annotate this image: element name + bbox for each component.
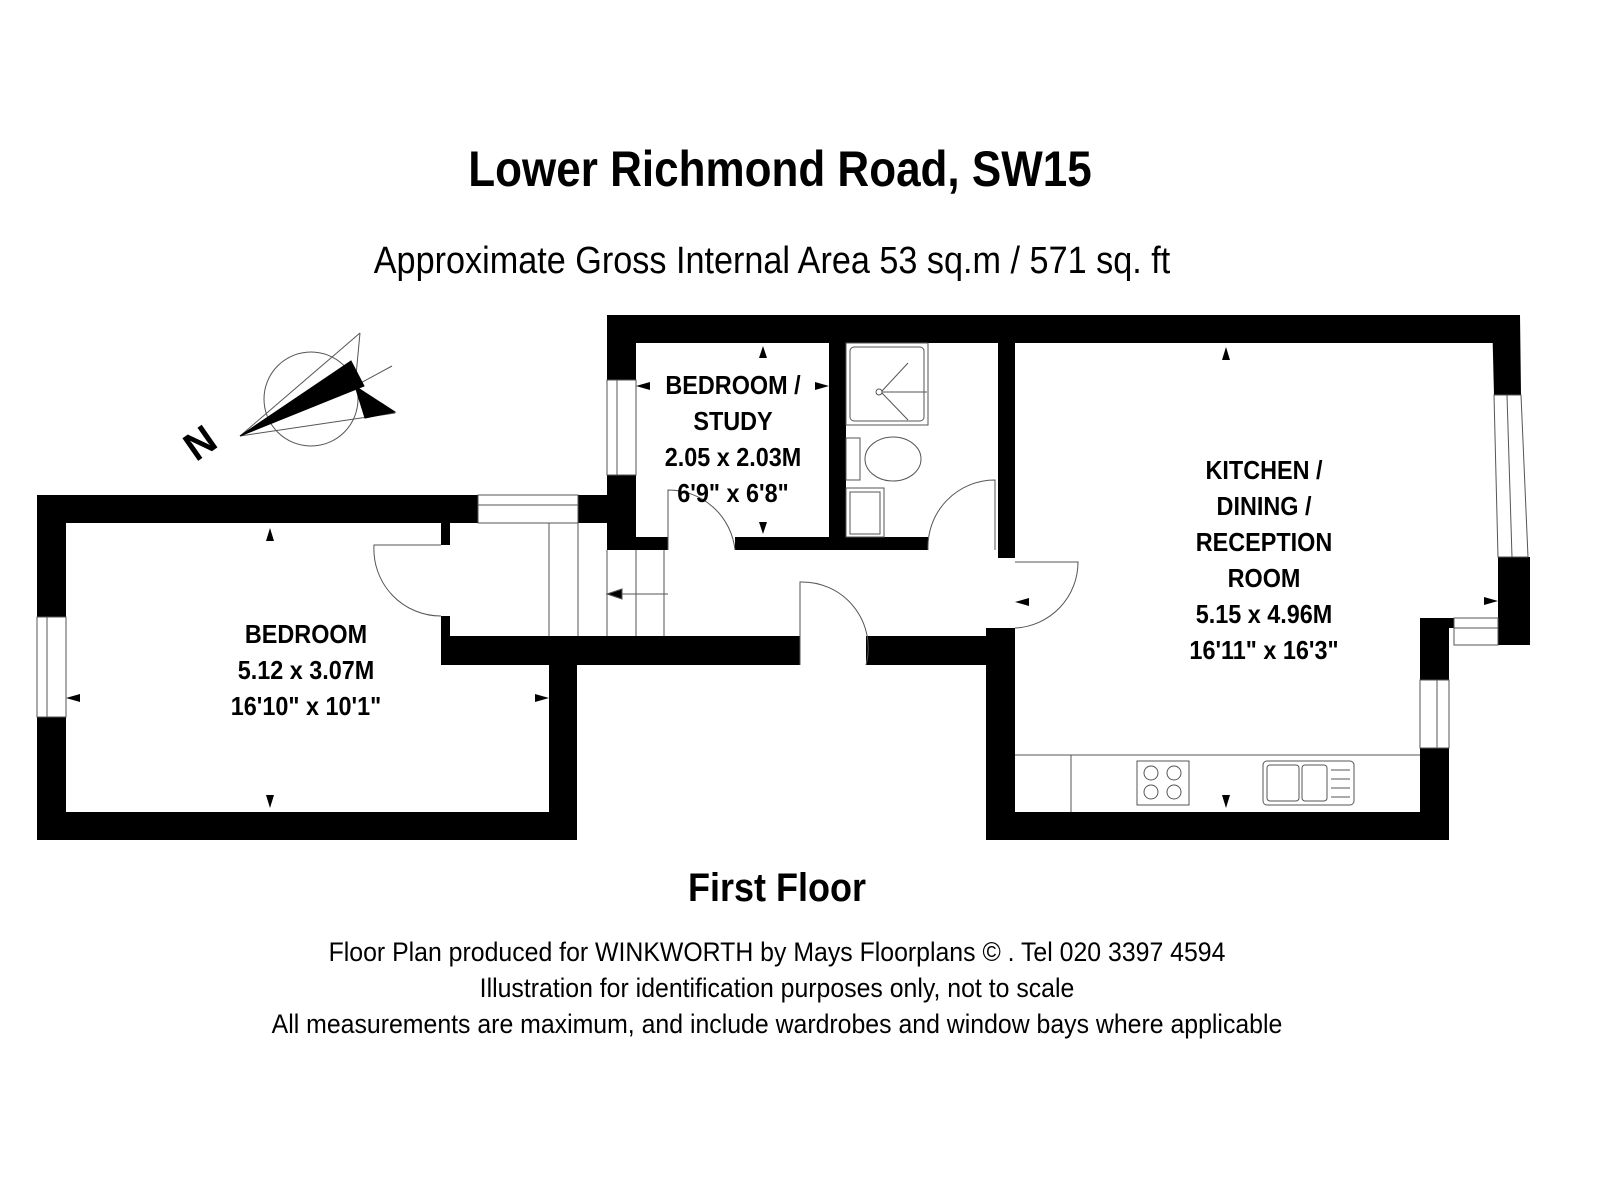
bathroom-fixtures <box>845 342 929 538</box>
page-title: Lower Richmond Road, SW15 <box>468 141 1092 197</box>
basin-icon <box>845 487 885 538</box>
room-label-bedroom-study: BEDROOM / STUDY 2.05 x 2.03M 6'9" x 6'8" <box>652 367 814 511</box>
footer-measurements-note: All measurements are maximum, and includ… <box>271 1009 1283 1039</box>
room-metric: 2.05 x 2.03M <box>664 442 802 472</box>
shower-icon <box>845 342 929 426</box>
doors <box>373 479 1079 666</box>
room-imperial: 16'11" x 16'3" <box>1189 635 1339 665</box>
room-label-kitchen: KITCHEN / DINING / RECEPTION ROOM 5.15 x… <box>1165 452 1363 668</box>
room-label-bedroom: BEDROOM 5.12 x 3.07M 16'10" x 10'1" <box>216 616 396 724</box>
room-name: BEDROOM <box>244 619 368 649</box>
room-name: RECEPTION <box>1195 527 1333 557</box>
room-metric: 5.12 x 3.07M <box>237 655 375 685</box>
room-name: ROOM <box>1227 563 1301 593</box>
room-imperial: 16'10" x 10'1" <box>230 691 382 721</box>
stairs <box>548 523 668 636</box>
floor-label: First Floor <box>687 866 867 910</box>
room-name: STUDY <box>693 406 773 436</box>
room-name: DINING / <box>1216 491 1312 521</box>
dimension-arrows <box>66 346 1498 808</box>
room-name: BEDROOM / <box>665 370 801 400</box>
footer-disclaimer: Illustration for identification purposes… <box>479 973 1075 1003</box>
gross-area: Approximate Gross Internal Area 53 sq.m … <box>373 240 1171 282</box>
footer-credit: Floor Plan produced for WINKWORTH by May… <box>328 937 1226 967</box>
toilet-icon <box>845 437 861 481</box>
compass-north-label: N <box>176 417 225 470</box>
compass-icon: N <box>176 332 397 470</box>
room-imperial: 6'9" x 6'8" <box>677 478 789 508</box>
hob-icon <box>1136 760 1190 806</box>
walls <box>37 315 1530 840</box>
kitchen-fixtures <box>1015 754 1420 812</box>
windows <box>36 379 1529 749</box>
sink-icon <box>1262 760 1355 806</box>
room-metric: 5.15 x 4.96M <box>1195 599 1333 629</box>
room-name: KITCHEN / <box>1205 455 1323 485</box>
